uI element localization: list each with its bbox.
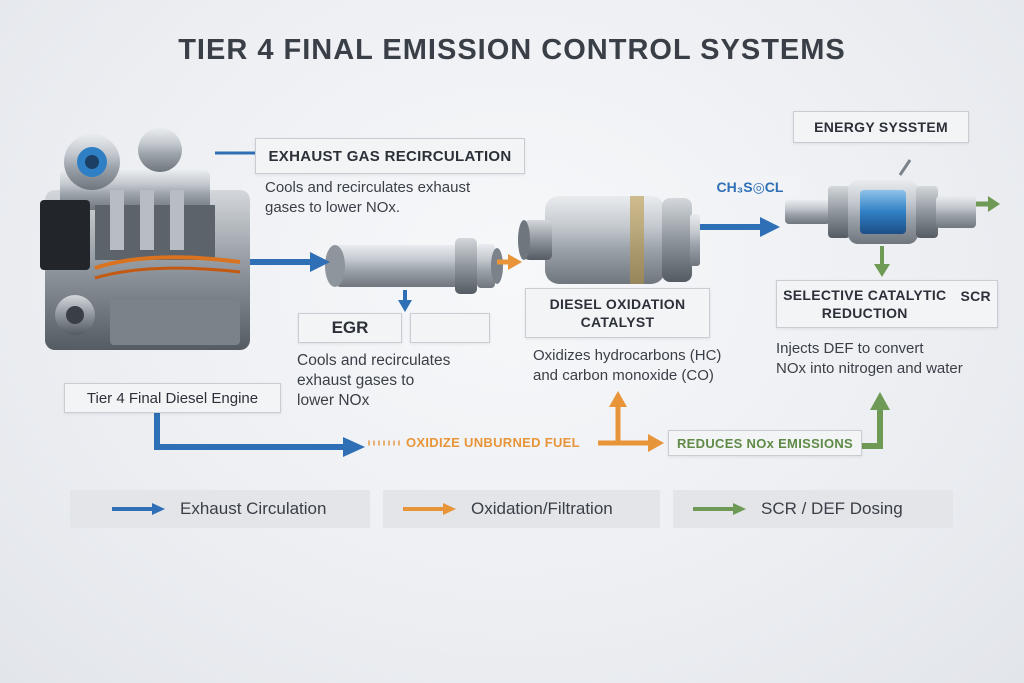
scr-tag: SCR bbox=[960, 288, 991, 304]
scr-label-box: SELECTIVE CATALYTIC REDUCTION SCR bbox=[776, 280, 998, 328]
diesel-oxidation-catalyst-label: DIESEL OXIDATION CATALYST bbox=[525, 288, 710, 338]
legend-oxidation-filtration: Oxidation/Filtration bbox=[383, 490, 660, 528]
legend-label: SCR / DEF Dosing bbox=[761, 499, 903, 518]
legend-label: Exhaust Circulation bbox=[180, 499, 327, 518]
egr-label: EGR bbox=[298, 313, 402, 343]
doc-catalyst-illustration bbox=[518, 196, 700, 284]
energy-system-label: ENERGY SYSSTEM bbox=[793, 111, 969, 143]
engine-label: Tier 4 Final Diesel Engine bbox=[64, 383, 281, 413]
scr-label: SELECTIVE CATALYTIC REDUCTION bbox=[783, 287, 947, 321]
page-title: TIER 4 FINAL EMISSION CONTROL SYSTEMS bbox=[178, 34, 846, 66]
oxidize-unburned-fuel-label: OXIDIZE UNBURNED FUEL bbox=[406, 435, 580, 450]
diesel-engine-illustration bbox=[40, 128, 250, 350]
scr-flow-arrows bbox=[862, 196, 1000, 449]
diesel-oxidation-catalyst-description: Oxidizes hydrocarbons (HC) and carbon mo… bbox=[533, 347, 722, 384]
orange-arrow-icon bbox=[403, 503, 456, 515]
reduces-nox-label: REDUCES NOx EMISSIONS bbox=[668, 430, 862, 456]
green-arrow-icon bbox=[693, 503, 746, 515]
scr-description: Injects DEF to convert NOx into nitrogen… bbox=[776, 340, 963, 377]
chemical-formula-label: CH₃S◎CL bbox=[700, 176, 800, 198]
exhaust-flow-arrows bbox=[154, 151, 780, 457]
egr-description: Cools and recirculates exhaust gases to … bbox=[297, 352, 451, 409]
scr-unit-illustration bbox=[785, 159, 976, 244]
egr-empty-box bbox=[410, 313, 490, 343]
exhaust-gas-recirculation-description: Cools and recirculates exhaust gases to … bbox=[265, 179, 471, 216]
egr-cooler-illustration bbox=[325, 238, 503, 294]
exhaust-gas-recirculation-label: EXHAUST GAS RECIRCULATION bbox=[255, 138, 525, 174]
legend-exhaust-circulation: Exhaust Circulation bbox=[70, 490, 370, 528]
legend-label: Oxidation/Filtration bbox=[471, 499, 613, 518]
blue-arrow-icon bbox=[112, 503, 165, 515]
legend-scr-def-dosing: SCR / DEF Dosing bbox=[673, 490, 953, 528]
oxidation-flow-arrows bbox=[368, 254, 664, 452]
